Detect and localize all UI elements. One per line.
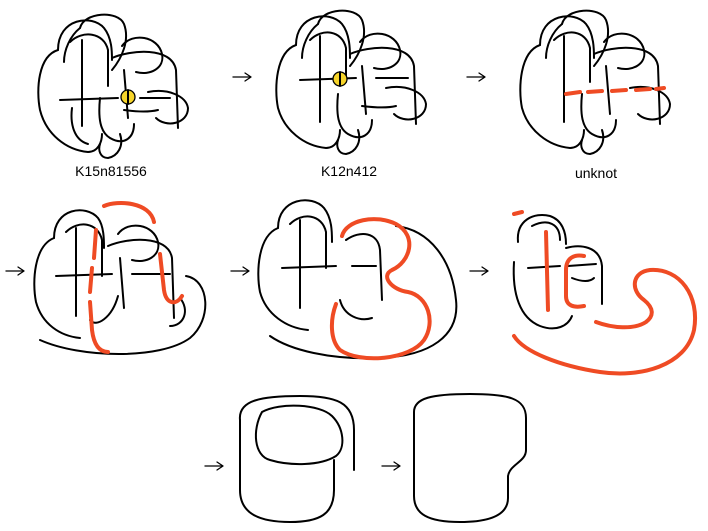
right-arrow-icon (381, 461, 401, 471)
right-arrow-icon (232, 72, 252, 82)
right-arrow-icon (5, 266, 25, 276)
knot-step-5 (257, 199, 458, 361)
knot-k12n412 (275, 9, 427, 155)
knot-label-k12n412: K12n412 (320, 163, 378, 179)
right-arrow-icon (469, 266, 489, 276)
knot-step-8-unknot (413, 393, 527, 523)
knot-unknot (519, 9, 671, 155)
knot-step-4 (33, 201, 207, 355)
right-arrow-icon (466, 72, 486, 82)
right-arrow-icon (230, 266, 250, 276)
knot-label-unknot: unknot (574, 165, 618, 181)
knot-label-k15n81556: K15n81556 (75, 163, 147, 179)
knot-k15n81556 (37, 13, 189, 159)
knot-step-7 (238, 395, 355, 523)
knot-step-6 (512, 210, 698, 376)
right-arrow-icon (204, 461, 224, 471)
